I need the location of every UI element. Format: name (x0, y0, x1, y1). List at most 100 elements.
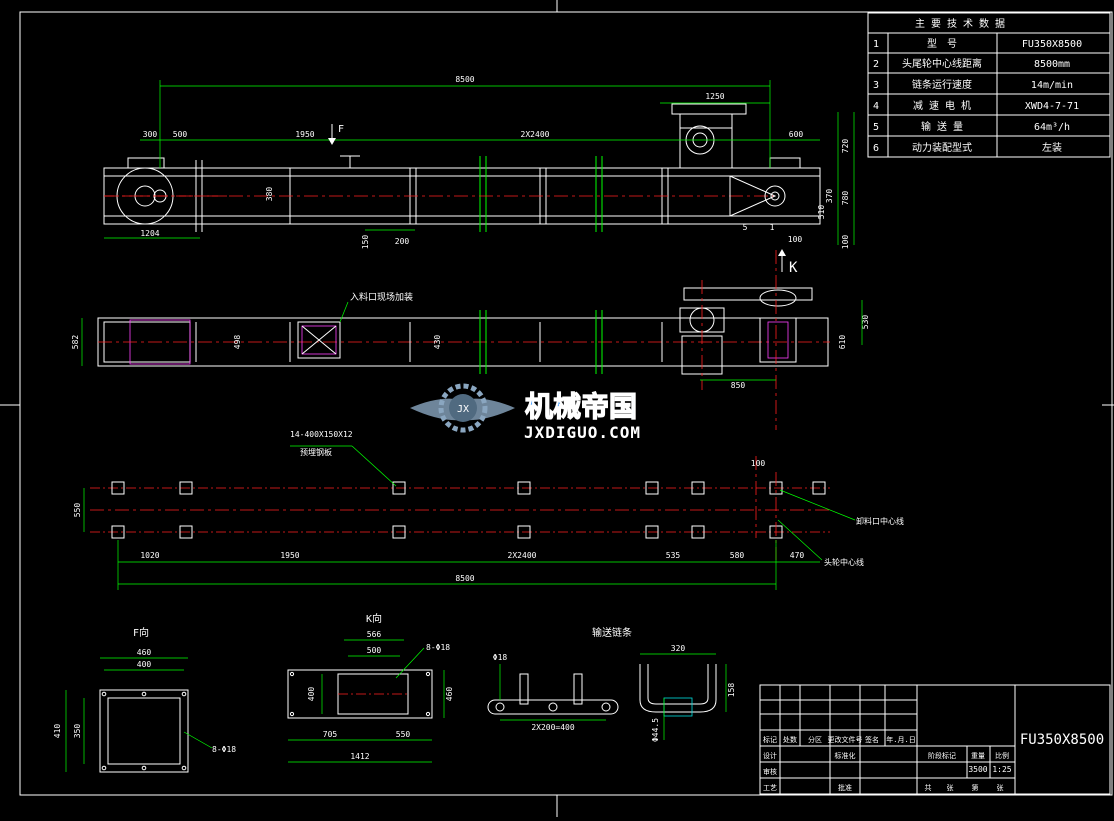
title-block: 标记 处数 分区 更改文件号 签名 年.月.日 设计 标准化 审核 工艺 批准 … (759, 684, 1111, 795)
dim-k-400: 400 (307, 687, 316, 702)
chain-title: 输送链条 (592, 626, 632, 639)
dim-f-410: 410 (53, 724, 62, 739)
dim-300: 300 (143, 130, 158, 139)
spec-row-name: 头尾轮中心线距离 (902, 57, 982, 70)
dim-k-550: 550 (396, 730, 411, 739)
dim-150: 150 (361, 235, 370, 250)
spec-row-value: 64m³/h (1034, 122, 1070, 133)
dim-1950: 1950 (280, 551, 299, 560)
dim-k-705: 705 (323, 730, 338, 739)
dim-k-460: 460 (445, 687, 454, 702)
dim-f-460: 460 (137, 648, 152, 657)
view-k: K向 566 500 460 400 705 550 1412 8-Φ18 (287, 612, 454, 763)
title-row-label: 设计 (763, 751, 777, 760)
dim-w498: 498 (233, 335, 242, 350)
dim-chain-320: 320 (671, 644, 686, 653)
label-inlet-centerline: 卸料口中心线 (856, 516, 904, 526)
title-h-label: 签名 (865, 735, 879, 744)
dim-850: 850 (731, 381, 746, 390)
title-h-label: 标记 (763, 735, 777, 744)
dim-5: 5 (743, 223, 748, 232)
dim-1204: 1204 (140, 229, 159, 238)
spec-row-value: FU350X8500 (1022, 39, 1082, 50)
dim-580: 580 (730, 551, 745, 560)
dim-h720: 720 (841, 139, 850, 154)
svg-text:JX: JX (457, 404, 469, 415)
dim-500: 500 (173, 130, 188, 139)
conveyor-chain: 输送链条 Φ18 2X200=400 320 158 Φ44.5 (487, 626, 736, 742)
title-row-label: 审核 (763, 767, 777, 776)
watermark-logo: JX 机械帝国 JXDIGUO.COM (410, 383, 641, 442)
spec-row-no: 3 (873, 80, 879, 91)
dim-w430: 430 (433, 335, 442, 350)
label-head-centerline: 头轮中心线 (824, 557, 864, 567)
dim-chain-phi: Φ18 (493, 653, 508, 662)
dim-1: 1 (770, 223, 775, 232)
spec-row-name: 链条运行速度 (912, 78, 972, 91)
dim-100: 100 (751, 459, 766, 468)
dim-chain-pitch: 2X200=400 (531, 723, 575, 732)
spec-row-name: 减 速 电 机 (913, 99, 971, 112)
dim-100a: 100 (788, 235, 803, 244)
spec-row-no: 2 (873, 59, 879, 70)
title-weight: 3500 (968, 765, 987, 774)
dim-1950: 1950 (295, 130, 314, 139)
watermark-cn: 机械帝国 (525, 390, 637, 423)
dim-k-total: 1412 (350, 752, 369, 761)
watermark-url: JXDIGUO.COM (524, 423, 641, 442)
title-mid-label: 比例 (995, 751, 1009, 760)
title-drawing-number: FU350X8500 (1020, 732, 1104, 748)
title-bottom-label: 张 (947, 783, 954, 792)
spec-row-no: 1 (873, 39, 879, 50)
dim-h370: 370 (825, 189, 834, 204)
spec-row-name: 型 号 (927, 37, 957, 50)
spec-row-value: 14m/min (1031, 80, 1073, 91)
dim-w582: 582 (71, 335, 80, 350)
title-bottom-label: 共 (925, 783, 932, 792)
title-scale: 1:25 (992, 765, 1011, 774)
dim-h780: 780 (841, 191, 850, 206)
dim-total-length: 8500 (455, 75, 474, 84)
dim-w610: 610 (838, 335, 847, 350)
dim-200: 200 (395, 237, 410, 246)
dim-k-566: 566 (367, 630, 382, 639)
dim-2x2400: 2X2400 (521, 130, 550, 139)
dim-chain-44: Φ44.5 (651, 718, 660, 742)
dim-600: 600 (789, 130, 804, 139)
dim-h510: 510 (817, 205, 826, 220)
spec-row-value: 8500mm (1034, 59, 1070, 70)
title-h-label: 年.月.日 (886, 735, 915, 744)
dim-2x2400: 2X2400 (508, 551, 537, 560)
view-f-title: F向 (133, 626, 149, 639)
spec-table-title: 主 要 技 术 数 据 (915, 17, 1005, 30)
title-mid-label: 阶段标记 (928, 751, 956, 760)
plan-view: 582 498 430 530 610 850 入料口现场加装 (71, 250, 870, 430)
view-f: F向 460 400 410 350 8-Φ18 (53, 626, 236, 773)
arrow-f-label: F (338, 124, 344, 135)
title-bottom-label: 张 (997, 783, 1004, 792)
spec-row-value: 左装 (1042, 141, 1062, 154)
spec-row-name: 动力装配型式 (912, 141, 972, 154)
title-h-label: 分区 (808, 735, 822, 744)
dim-chain-158: 158 (727, 683, 736, 698)
title-row-label: 标准化 (835, 751, 856, 760)
title-h-label: 更改文件号 (828, 735, 863, 744)
title-bottom-label: 第 (972, 783, 979, 792)
dim-k-500: 500 (367, 646, 382, 655)
dim-w530: 530 (861, 315, 870, 330)
elevation-view: 8500 1250 300 500 1950 2X2400 600 1204 3… (103, 75, 855, 276)
dim-100b: 100 (841, 235, 850, 250)
dim-535: 535 (666, 551, 681, 560)
dim-w550: 550 (73, 503, 82, 518)
dim-foundation-total: 8500 (455, 574, 474, 583)
foundation-view: 550 100 1020 1950 2X2400 535 580 470 850… (73, 430, 904, 590)
dim-head-span: 1250 (705, 92, 724, 101)
dim-f-350: 350 (73, 724, 82, 739)
title-row-label: 工艺 (763, 784, 777, 792)
dim-h380: 380 (265, 187, 274, 202)
spec-table: 主 要 技 术 数 据 1 型 号 FU350X8500 2 头尾轮中心线距离 … (867, 12, 1111, 158)
spec-row-no: 6 (873, 143, 879, 154)
plan-inlet-note: 入料口现场加装 (350, 291, 413, 303)
